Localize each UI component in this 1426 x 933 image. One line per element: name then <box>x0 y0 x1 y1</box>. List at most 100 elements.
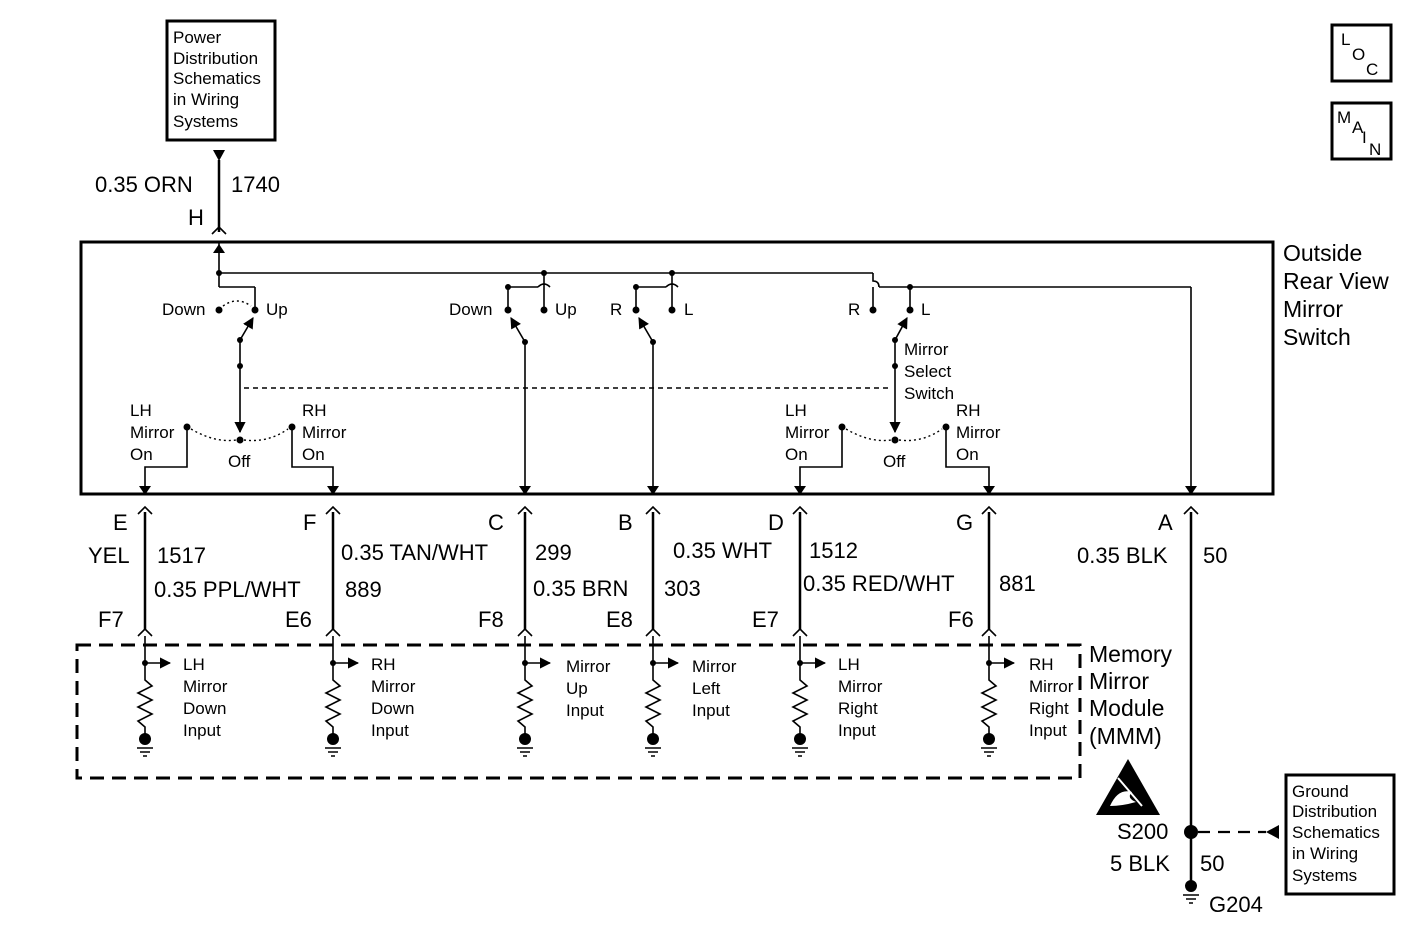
pin-d: D <box>768 510 784 535</box>
esd-warning-icon <box>1096 759 1160 815</box>
off-right-label: Off <box>883 452 906 471</box>
svg-text:LH: LH <box>785 401 807 420</box>
switch-label-up-1: Up <box>266 300 288 319</box>
memory-mirror-module-box <box>75 643 1082 780</box>
ground-distribution-reference[interactable]: Ground Distribution Schematics in Wiring… <box>1284 773 1396 896</box>
svg-text:Mirror: Mirror <box>130 423 175 442</box>
svg-text:Switch: Switch <box>904 384 954 403</box>
input-circuit-rh-right: RH Mirror Right Input <box>980 636 1074 757</box>
svg-text:Memory: Memory <box>1089 641 1173 667</box>
connector-h-icon <box>211 225 227 235</box>
svg-text:Right: Right <box>1029 699 1069 718</box>
mmm-pin-e8: E8 <box>606 607 633 632</box>
power-ref-line-1: Power <box>173 28 222 47</box>
mmm-pin-f6: F6 <box>948 607 974 632</box>
wire-brn: 0.35 BRN <box>533 576 628 601</box>
svg-text:LH: LH <box>130 401 152 420</box>
switch-label-up-2: Up <box>555 300 577 319</box>
pin-f: F <box>303 510 316 535</box>
svg-text:Distribution: Distribution <box>1292 802 1377 821</box>
power-ref-line-5: Systems <box>173 112 238 131</box>
svg-text:RH: RH <box>1029 655 1054 674</box>
mirror-select-switch-label: Mirror Select Switch <box>904 340 954 403</box>
svg-text:Mirror: Mirror <box>371 677 416 696</box>
pin-e: E <box>113 510 128 535</box>
svg-text:Outside: Outside <box>1283 240 1362 266</box>
wire-303: 303 <box>664 576 701 601</box>
svg-text:Mirror: Mirror <box>1283 296 1343 322</box>
connector-chevrons <box>137 505 1199 637</box>
loc-letter-o: O <box>1352 45 1365 64</box>
svg-text:Mirror: Mirror <box>302 423 347 442</box>
wire-299: 299 <box>535 540 572 565</box>
svg-text:Rear View: Rear View <box>1283 268 1389 294</box>
mmm-pin-e7: E7 <box>752 607 779 632</box>
wire-1517: 1517 <box>157 543 206 568</box>
splice-circuit-50: 50 <box>1200 851 1224 876</box>
svg-text:Input: Input <box>1029 721 1067 740</box>
power-distribution-reference[interactable]: Power Distribution Schematics in Wiring … <box>165 19 277 142</box>
wire-wht: 0.35 WHT <box>673 538 772 563</box>
input-circuit-lh-right: LH Mirror Right Input <box>791 636 883 757</box>
input-circuit-rh-down: RH Mirror Down Input <box>324 636 416 757</box>
splice-wire-blk: 5 BLK <box>1110 851 1170 876</box>
pin-g: G <box>956 510 973 535</box>
switch-label-l-1: L <box>684 300 693 319</box>
svg-text:Mirror: Mirror <box>566 657 611 676</box>
wire-881: 881 <box>999 571 1036 596</box>
svg-text:LH: LH <box>183 655 205 674</box>
loc-button[interactable]: L O C <box>1330 23 1393 83</box>
memory-mirror-module-title: Memory Mirror Module (MMM) <box>1089 641 1173 749</box>
wire-ppl-wht: 0.35 PPL/WHT <box>154 577 301 602</box>
power-ref-line-4: in Wiring <box>173 90 239 109</box>
svg-text:On: On <box>302 445 325 464</box>
svg-text:Up: Up <box>566 679 588 698</box>
svg-text:Mirror: Mirror <box>956 423 1001 442</box>
power-ref-arrow-icon <box>213 150 225 161</box>
svg-text:Select: Select <box>904 362 952 381</box>
svg-text:Right: Right <box>838 699 878 718</box>
pin-c: C <box>488 510 504 535</box>
svg-text:RH: RH <box>371 655 396 674</box>
svg-text:LH: LH <box>838 655 860 674</box>
loc-letter-c: C <box>1366 60 1378 79</box>
main-button[interactable]: M A I N <box>1330 101 1393 161</box>
svg-text:in Wiring: in Wiring <box>1292 844 1358 863</box>
rh-mirror-on-left-label: RH Mirror On <box>302 401 347 464</box>
ground-symbol-icon <box>1183 894 1199 904</box>
svg-text:On: On <box>785 445 808 464</box>
mmm-pin-f7: F7 <box>98 607 124 632</box>
main-letter-m: M <box>1337 108 1351 127</box>
svg-text:Mirror: Mirror <box>1089 668 1149 694</box>
switch-label-l-2: L <box>921 300 930 319</box>
input-circuit-left: Mirror Left Input <box>644 636 737 757</box>
svg-text:Mirror: Mirror <box>785 423 830 442</box>
power-wire-color: 0.35 ORN <box>95 172 193 197</box>
wire-red-wht: 0.35 RED/WHT <box>803 571 955 596</box>
svg-text:On: On <box>956 445 979 464</box>
svg-text:Schematics: Schematics <box>1292 823 1380 842</box>
main-letter-a: A <box>1352 118 1364 137</box>
svg-text:On: On <box>130 445 153 464</box>
lh-mirror-on-right-label: LH Mirror On <box>785 401 830 464</box>
mmm-pin-e6: E6 <box>285 607 312 632</box>
lh-mirror-on-left-label: LH Mirror On <box>130 401 175 464</box>
ground-g204: G204 <box>1209 892 1263 917</box>
svg-text:Mirror: Mirror <box>1029 677 1074 696</box>
svg-text:Mirror: Mirror <box>904 340 949 359</box>
svg-text:Module: Module <box>1089 695 1164 721</box>
switch-label-down-2: Down <box>449 300 492 319</box>
ground-ref-arrow-icon <box>1266 825 1279 839</box>
mirror-switch-title: Outside Rear View Mirror Switch <box>1283 240 1389 350</box>
mirror-switch-box <box>79 240 1275 496</box>
wire-blk: 0.35 BLK <box>1077 543 1168 568</box>
svg-text:Input: Input <box>183 721 221 740</box>
svg-text:Ground: Ground <box>1292 782 1349 801</box>
switch-label-down-1: Down <box>162 300 205 319</box>
switch-label-r-2: R <box>848 300 860 319</box>
splice-s200: S200 <box>1117 819 1168 844</box>
loc-letter-l: L <box>1341 30 1350 49</box>
rh-mirror-on-right-label: RH Mirror On <box>956 401 1001 464</box>
svg-text:Down: Down <box>183 699 226 718</box>
svg-text:Mirror: Mirror <box>183 677 228 696</box>
